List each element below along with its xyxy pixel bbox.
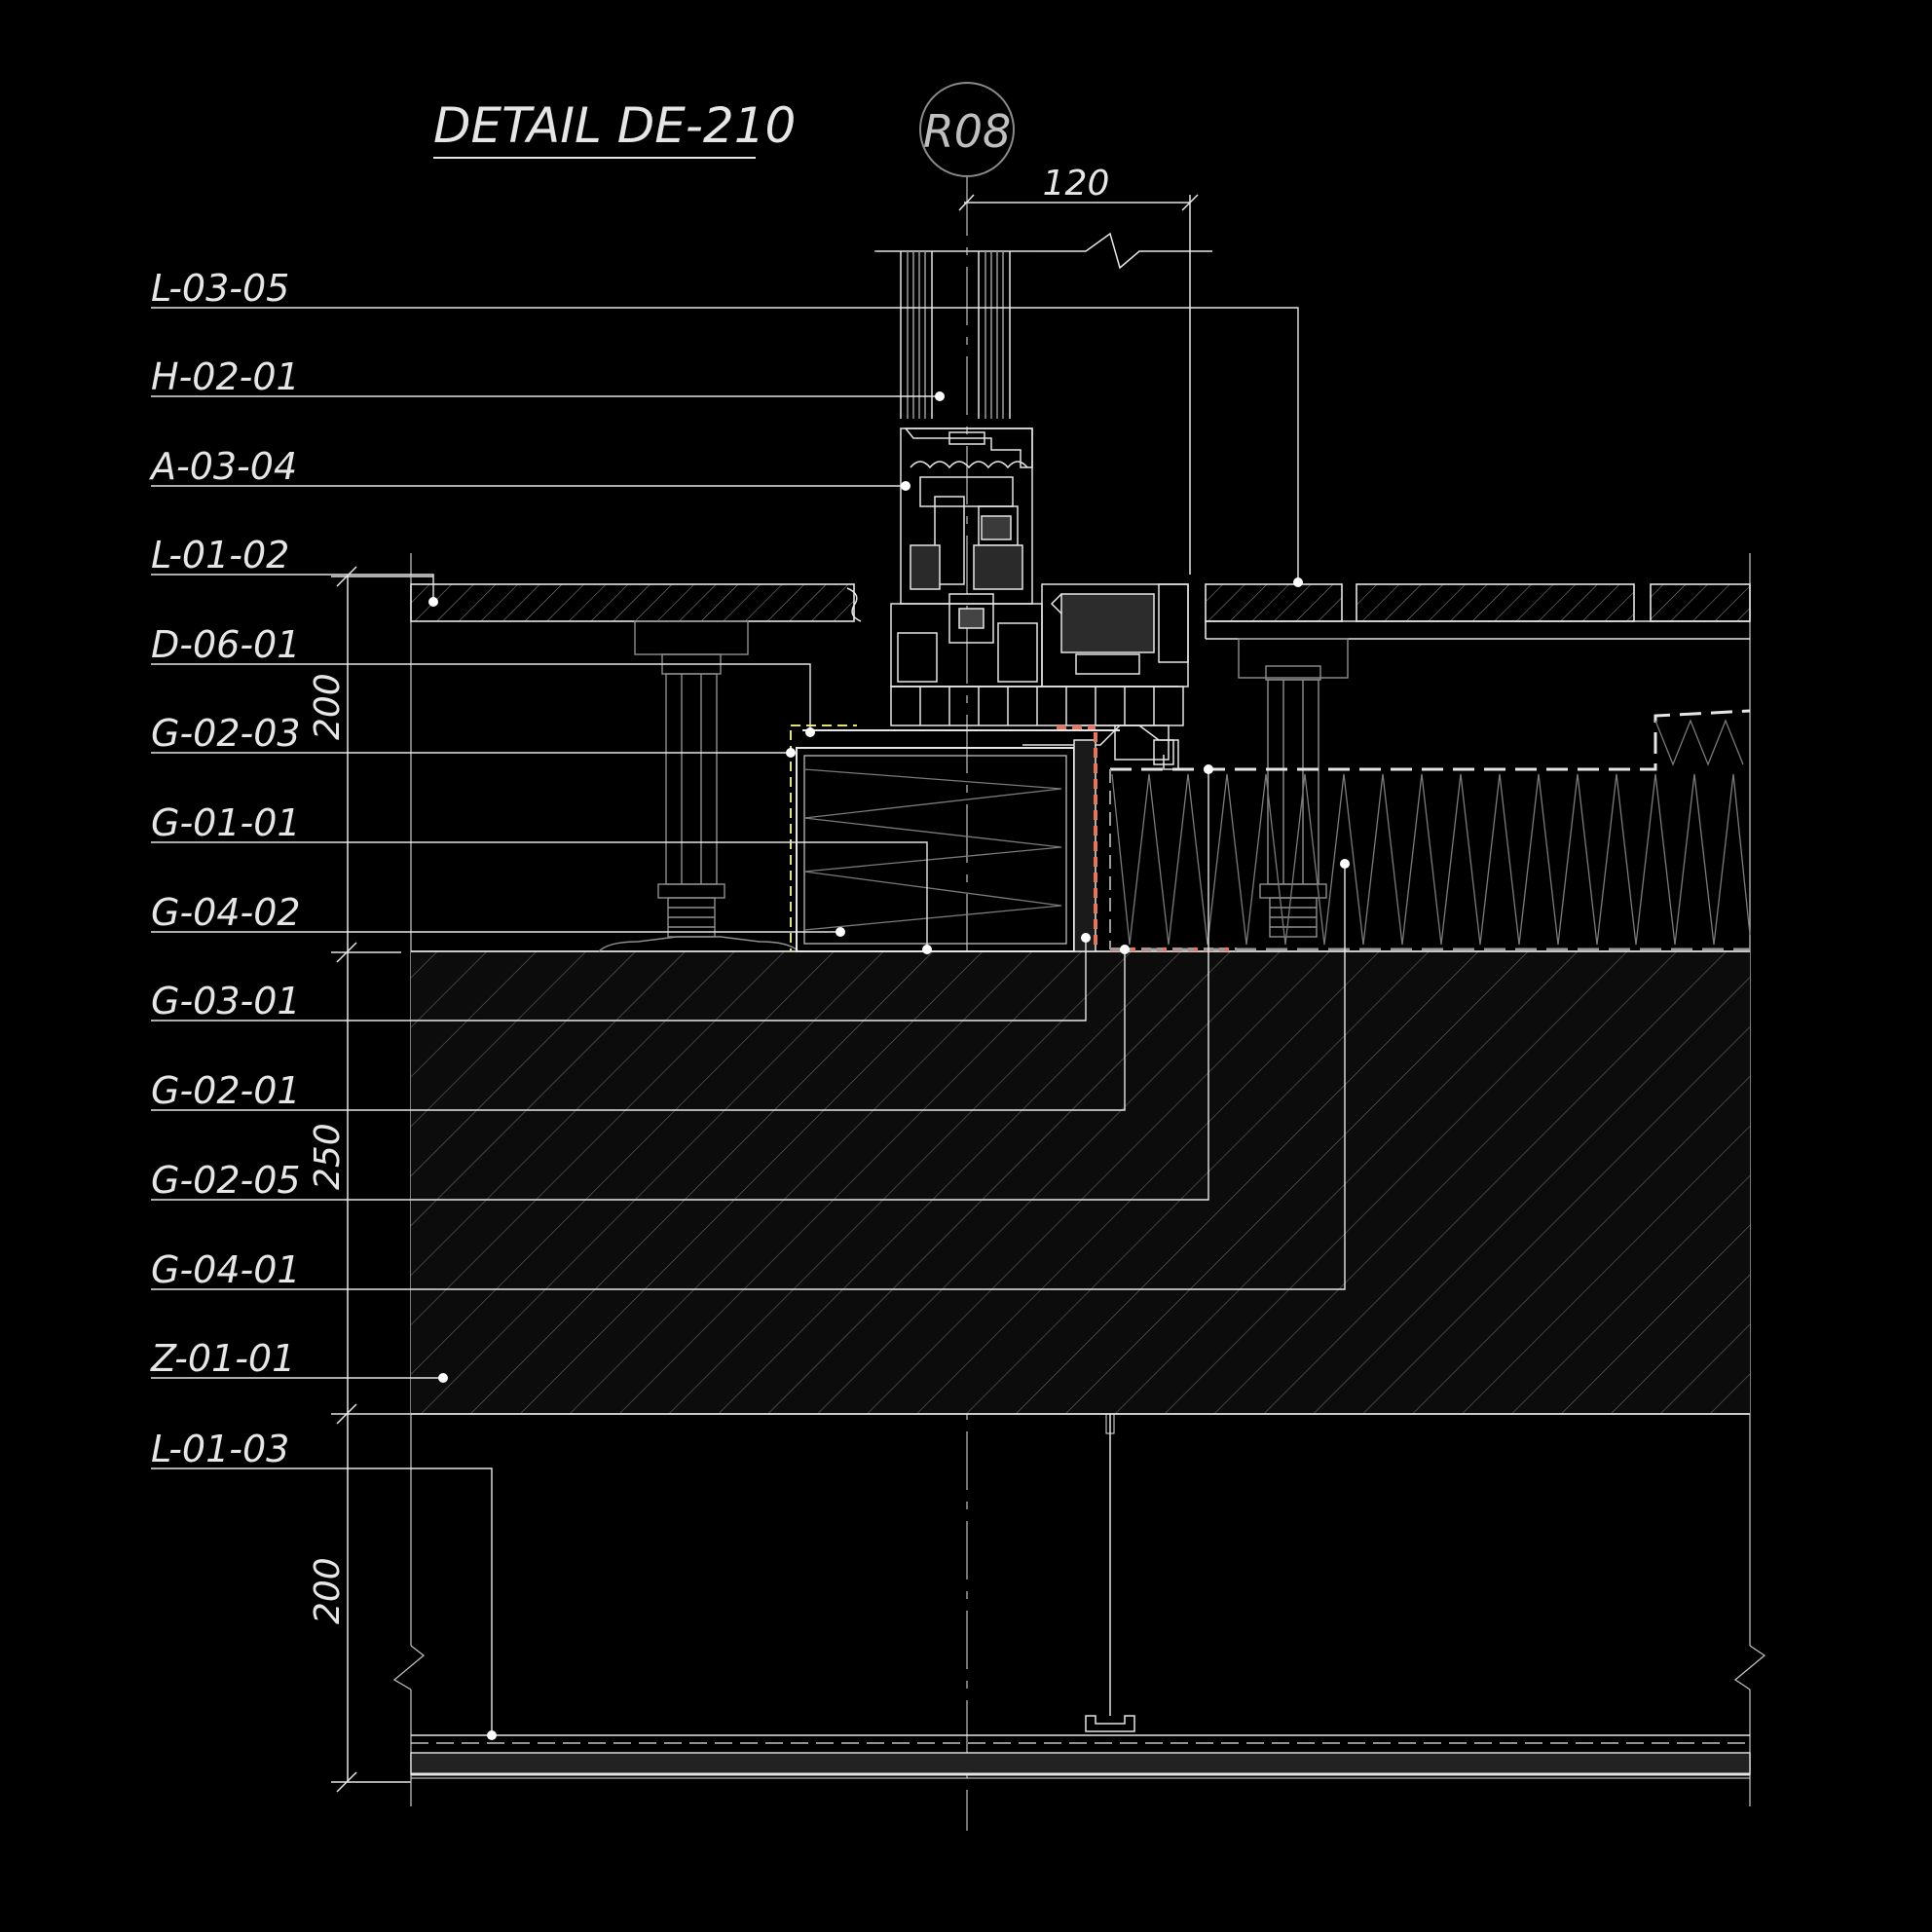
leader-G-04-01 — [151, 864, 1346, 1290]
leader-dots — [428, 391, 1350, 1740]
tag-label-L-01-02: L-01-02 — [151, 534, 289, 576]
dimension-chain-left — [331, 566, 433, 1793]
drawing-title: DETAIL DE-210 — [433, 97, 796, 159]
tag-label-G-02-05: G-02-05 — [151, 1159, 301, 1202]
tag-label-Z-01-01: Z-01-01 — [150, 1337, 295, 1380]
tag-labels: L-03-05 H-02-01 A-03-04 L-01-02 D-06-01 … — [148, 267, 301, 1470]
tag-label-G-04-02: G-04-02 — [151, 891, 301, 934]
leader-L-01-02 — [151, 574, 434, 602]
concrete-slab — [411, 950, 1750, 1415]
tag-label-A-03-04: A-03-04 — [148, 445, 297, 488]
leader-L-01-03 — [151, 1468, 493, 1735]
title-text: DETAIL DE-210 — [433, 97, 796, 154]
leader-G-02-05 — [151, 769, 1209, 1201]
tag-label-G-01-01: G-01-01 — [151, 801, 301, 844]
insulation-box — [790, 724, 1237, 952]
leader-lines — [151, 307, 1346, 1735]
leader-G-02-01 — [151, 949, 1126, 1111]
grid-reference-label: R08 — [923, 105, 1012, 158]
tag-label-G-03-01: G-03-01 — [151, 980, 301, 1022]
exterior-insulation — [1109, 709, 1751, 951]
tag-label-L-01-03: L-01-03 — [151, 1428, 289, 1470]
leader-L-03-05 — [151, 307, 1299, 582]
dimension-top-width — [876, 194, 1212, 575]
exterior-pedestal — [1238, 638, 1349, 938]
interior-pedestal — [598, 620, 799, 952]
leader-D-06-01 — [151, 663, 811, 732]
dimension-slab-height-label: 250 — [308, 1123, 348, 1190]
tag-label-G-02-03: G-02-03 — [151, 712, 301, 755]
interior-floor-deck — [410, 583, 862, 622]
tag-label-G-02-01: G-02-01 — [151, 1069, 301, 1112]
leader-G-01-01 — [151, 841, 928, 949]
grid-reference-bubble: R08 — [919, 82, 1015, 177]
tag-label-L-03-05: L-03-05 — [151, 267, 289, 310]
dimension-upper-height-label: 200 — [308, 673, 348, 740]
window-frame — [874, 250, 1189, 770]
dimension-top-width-label: 120 — [1043, 164, 1110, 204]
tag-label-H-02-01: H-02-01 — [151, 355, 300, 398]
exterior-terrace-deck — [1205, 583, 1751, 640]
leader-G-03-01 — [151, 940, 1087, 1022]
dimension-lower-height-label: 200 — [308, 1557, 348, 1624]
tag-label-G-04-01: G-04-01 — [151, 1248, 301, 1291]
suspended-ceiling — [410, 1413, 1751, 1779]
tag-label-D-06-01: D-06-01 — [151, 623, 300, 666]
